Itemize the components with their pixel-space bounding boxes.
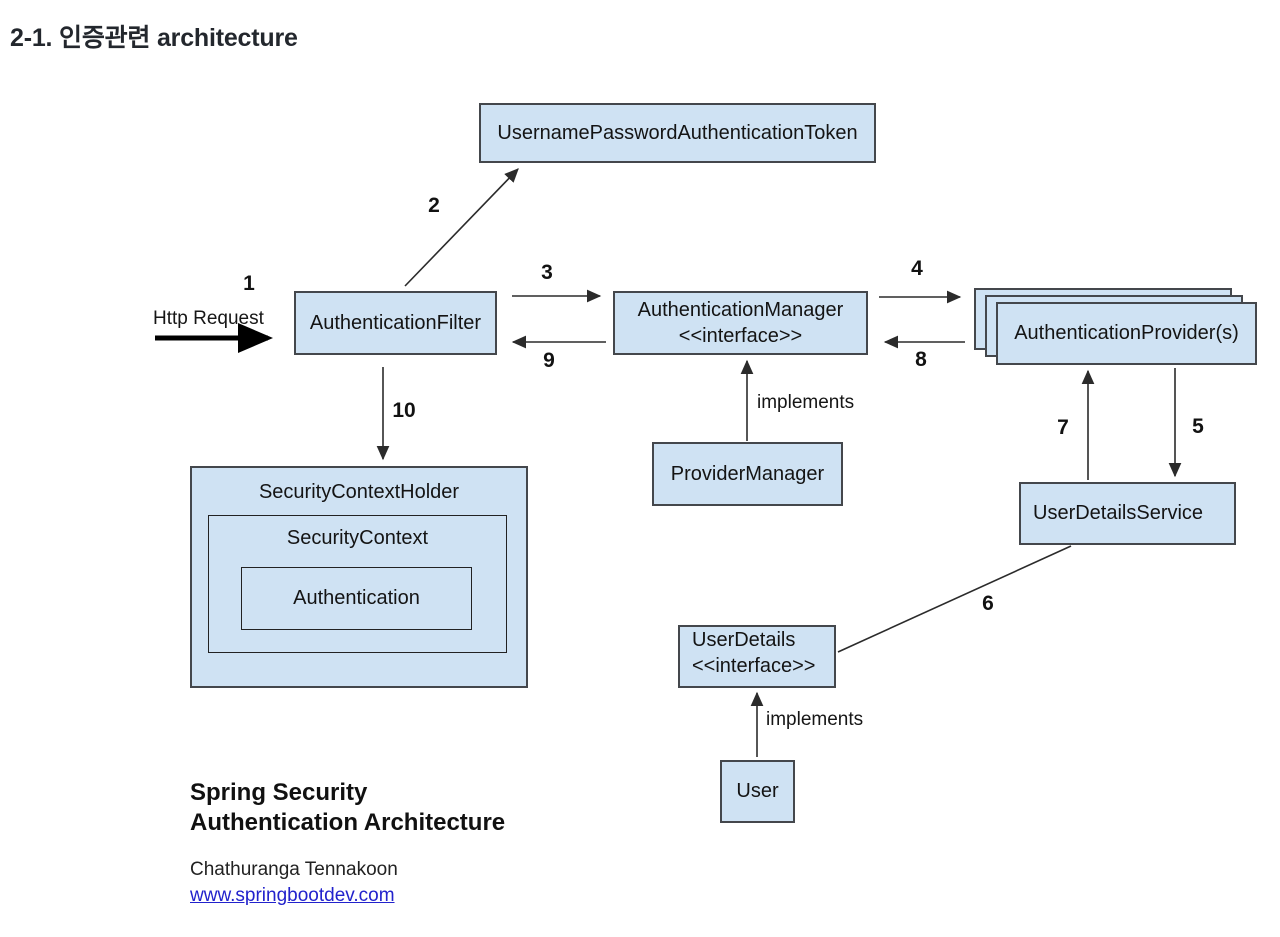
step-label-6: 6 bbox=[982, 592, 994, 615]
node-label: SecurityContextHolder bbox=[258, 481, 460, 503]
node-label: UserDetailsService bbox=[1033, 502, 1204, 524]
step-label-10: 10 bbox=[392, 399, 416, 422]
node-stereotype: <<interface>> bbox=[678, 325, 803, 347]
node-label: AuthenticationProvider(s) bbox=[1014, 322, 1239, 344]
node-label: AuthenticationFilter bbox=[309, 311, 482, 334]
node-authentication-filter: AuthenticationFilter bbox=[294, 291, 497, 355]
step-label-2: 2 bbox=[428, 194, 440, 217]
node-user-details-service: UserDetailsService bbox=[1019, 482, 1236, 545]
http-request-label: Http Request bbox=[153, 308, 264, 329]
node-label: UsernamePasswordAuthenticationToken bbox=[497, 121, 858, 144]
arrow-2-filter-to-token bbox=[404, 168, 519, 287]
footer-title: Spring Security Authentication Architect… bbox=[190, 778, 505, 838]
line-6-userdetails-to-uds bbox=[837, 545, 1072, 653]
node-provider-manager: ProviderManager bbox=[652, 442, 843, 506]
page-title: 2-1. 인증관련 architecture bbox=[10, 24, 298, 52]
step-label-5: 5 bbox=[1192, 415, 1204, 438]
footer-title-line1: Spring Security bbox=[190, 779, 368, 806]
step-label-7: 7 bbox=[1057, 416, 1069, 439]
step-label-9: 9 bbox=[543, 349, 555, 372]
node-label: User bbox=[736, 780, 779, 802]
node-authentication-provider: AuthenticationProvider(s) bbox=[996, 302, 1257, 365]
implements-label-user: implements bbox=[766, 709, 864, 730]
node-authentication-manager: AuthenticationManager <<interface>> bbox=[613, 291, 868, 355]
node-stereotype: <<interface>> bbox=[692, 655, 816, 677]
implements-label-providermanager: implements bbox=[757, 392, 855, 413]
node-label: AuthenticationManager bbox=[637, 299, 844, 321]
node-label: ProviderManager bbox=[670, 462, 825, 485]
step-label-4: 4 bbox=[911, 257, 923, 280]
step-label-1: 1 bbox=[243, 272, 255, 295]
step-label-3: 3 bbox=[541, 261, 553, 284]
footer-website-link[interactable]: www.springbootdev.com bbox=[190, 885, 395, 906]
footer-title-line2: Authentication Architecture bbox=[190, 809, 506, 836]
node-user: User bbox=[720, 760, 795, 823]
node-username-password-authentication-token: UsernamePasswordAuthenticationToken bbox=[479, 103, 876, 163]
node-label: UserDetails bbox=[692, 629, 796, 651]
node-label: Authentication bbox=[293, 587, 420, 609]
node-user-details: UserDetails <<interface>> bbox=[678, 625, 836, 688]
footer-author: Chathuranga Tennakoon bbox=[190, 859, 398, 880]
node-label: SecurityContext bbox=[286, 527, 429, 549]
node-authentication: Authentication bbox=[241, 567, 472, 630]
step-label-8: 8 bbox=[915, 348, 927, 371]
